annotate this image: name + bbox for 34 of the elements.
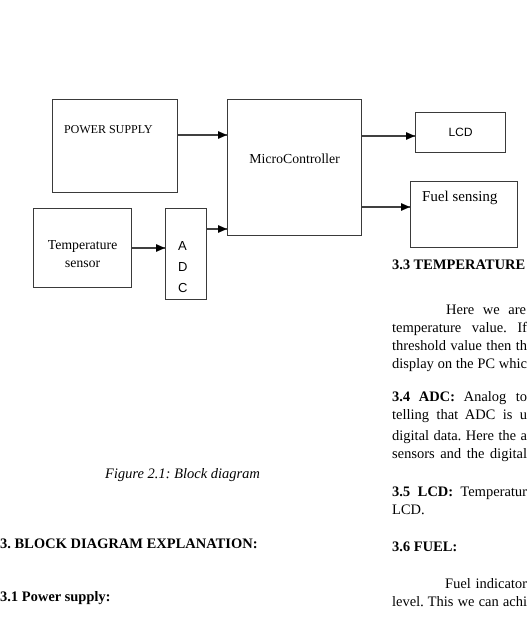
- block-box: [165, 208, 207, 300]
- paragraph-line: LCD.: [392, 501, 425, 519]
- block-label: Temperature sensor: [46, 236, 118, 272]
- block-label: A D C: [178, 237, 188, 297]
- block-box: [410, 181, 518, 248]
- paragraph-line: 3.4 ADC: Analog to: [392, 388, 527, 406]
- paragraph-line: threshold value then th: [392, 337, 527, 355]
- block-box: [33, 208, 132, 288]
- block-label: POWER SUPPLY: [64, 121, 154, 137]
- paragraph-line: telling that ADC is u: [392, 406, 527, 424]
- section-heading: 3.1 Power supply:: [0, 588, 111, 606]
- figure-caption: Figure 2.1: Block diagram: [105, 465, 260, 483]
- paragraph-line: digital data. Here the a: [392, 427, 527, 445]
- paragraph-line: temperature value. If: [392, 319, 527, 337]
- section-heading: 3. BLOCK DIAGRAM EXPLANATION:: [0, 535, 258, 553]
- paragraph-line: level. This we can achi: [392, 593, 527, 611]
- block-box: [415, 112, 506, 153]
- section-heading: 3.3 TEMPERATURE: [392, 256, 526, 274]
- paragraph-line: display on the PC whic: [392, 355, 527, 373]
- paragraph-line: Here we are: [446, 301, 526, 319]
- arrow: [132, 244, 165, 252]
- arrow: [362, 203, 410, 211]
- block-label: MicroController: [248, 150, 341, 168]
- block-box: [52, 99, 178, 193]
- block-label: Fuel sensing: [422, 188, 498, 206]
- paragraph-line: Fuel indicator: [445, 575, 527, 593]
- arrow: [207, 225, 227, 233]
- arrow: [362, 132, 415, 140]
- paragraph-line: sensors and the digital: [392, 445, 527, 463]
- section-heading: 3.6 FUEL:: [392, 538, 458, 556]
- paragraph-line: 3.5 LCD: Temperatur: [392, 483, 527, 501]
- arrow: [178, 131, 227, 139]
- block-box: [227, 99, 362, 236]
- block-label: LCD: [447, 124, 474, 140]
